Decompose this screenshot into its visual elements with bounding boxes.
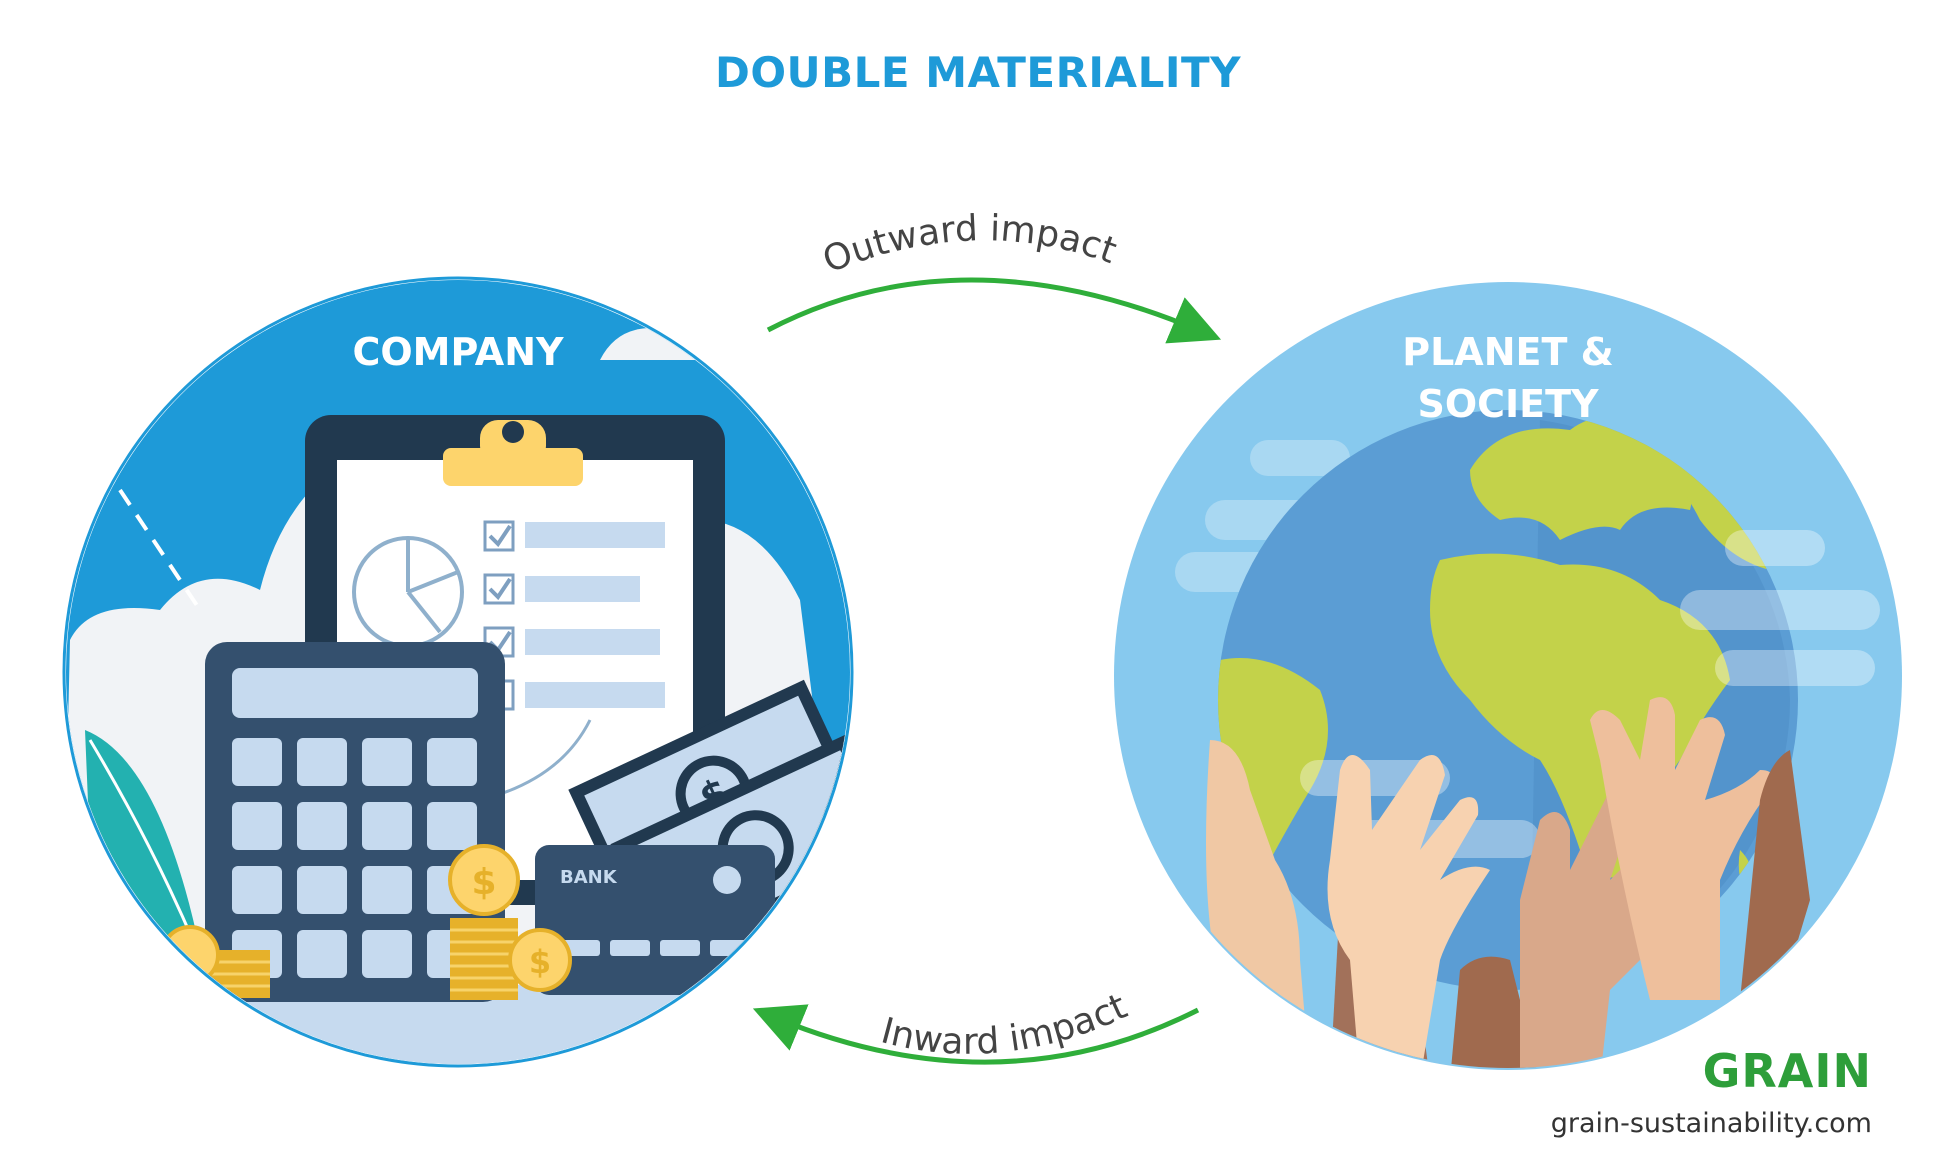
brand-website[interactable]: grain-sustainability.com xyxy=(1550,1108,1872,1139)
calculator-key xyxy=(362,930,412,978)
company-circle: $ BANK xyxy=(62,276,854,1068)
planet-circle: PLANET & SOCIETY xyxy=(1114,282,1902,1070)
calculator-key xyxy=(297,738,347,786)
calculator-key xyxy=(297,866,347,914)
outward-impact-arrow: Outward impact xyxy=(766,208,1222,344)
bank-card-icon: BANK xyxy=(535,845,775,995)
calculator-key xyxy=(297,802,347,850)
calculator-key xyxy=(232,866,282,914)
calculator-key xyxy=(362,802,412,850)
outward-impact-label: Outward impact xyxy=(817,208,1121,281)
calculator-key xyxy=(362,738,412,786)
inward-impact-label: Inward impact xyxy=(877,986,1133,1063)
checklist xyxy=(483,520,665,711)
coin-dollar-sign: $ xyxy=(529,943,551,981)
calculator-key xyxy=(232,802,282,850)
page-title: DOUBLE MATERIALITY xyxy=(714,48,1242,97)
planet-label-line1: PLANET & xyxy=(1402,330,1614,374)
company-label: COMPANY xyxy=(352,330,564,374)
calculator-key xyxy=(297,930,347,978)
calculator-key xyxy=(232,738,282,786)
calculator-key xyxy=(427,802,477,850)
calculator-key xyxy=(362,866,412,914)
calculator-icon xyxy=(205,642,505,1002)
coin-dollar-sign: $ xyxy=(471,862,496,903)
inward-impact-arrow: Inward impact xyxy=(752,986,1200,1065)
bank-card-label: BANK xyxy=(560,867,618,888)
planet-label-line2: SOCIETY xyxy=(1417,382,1599,426)
hands-icon xyxy=(1206,697,1810,1068)
brand-logo: GRAIN xyxy=(1702,1044,1872,1098)
calculator-key xyxy=(427,738,477,786)
